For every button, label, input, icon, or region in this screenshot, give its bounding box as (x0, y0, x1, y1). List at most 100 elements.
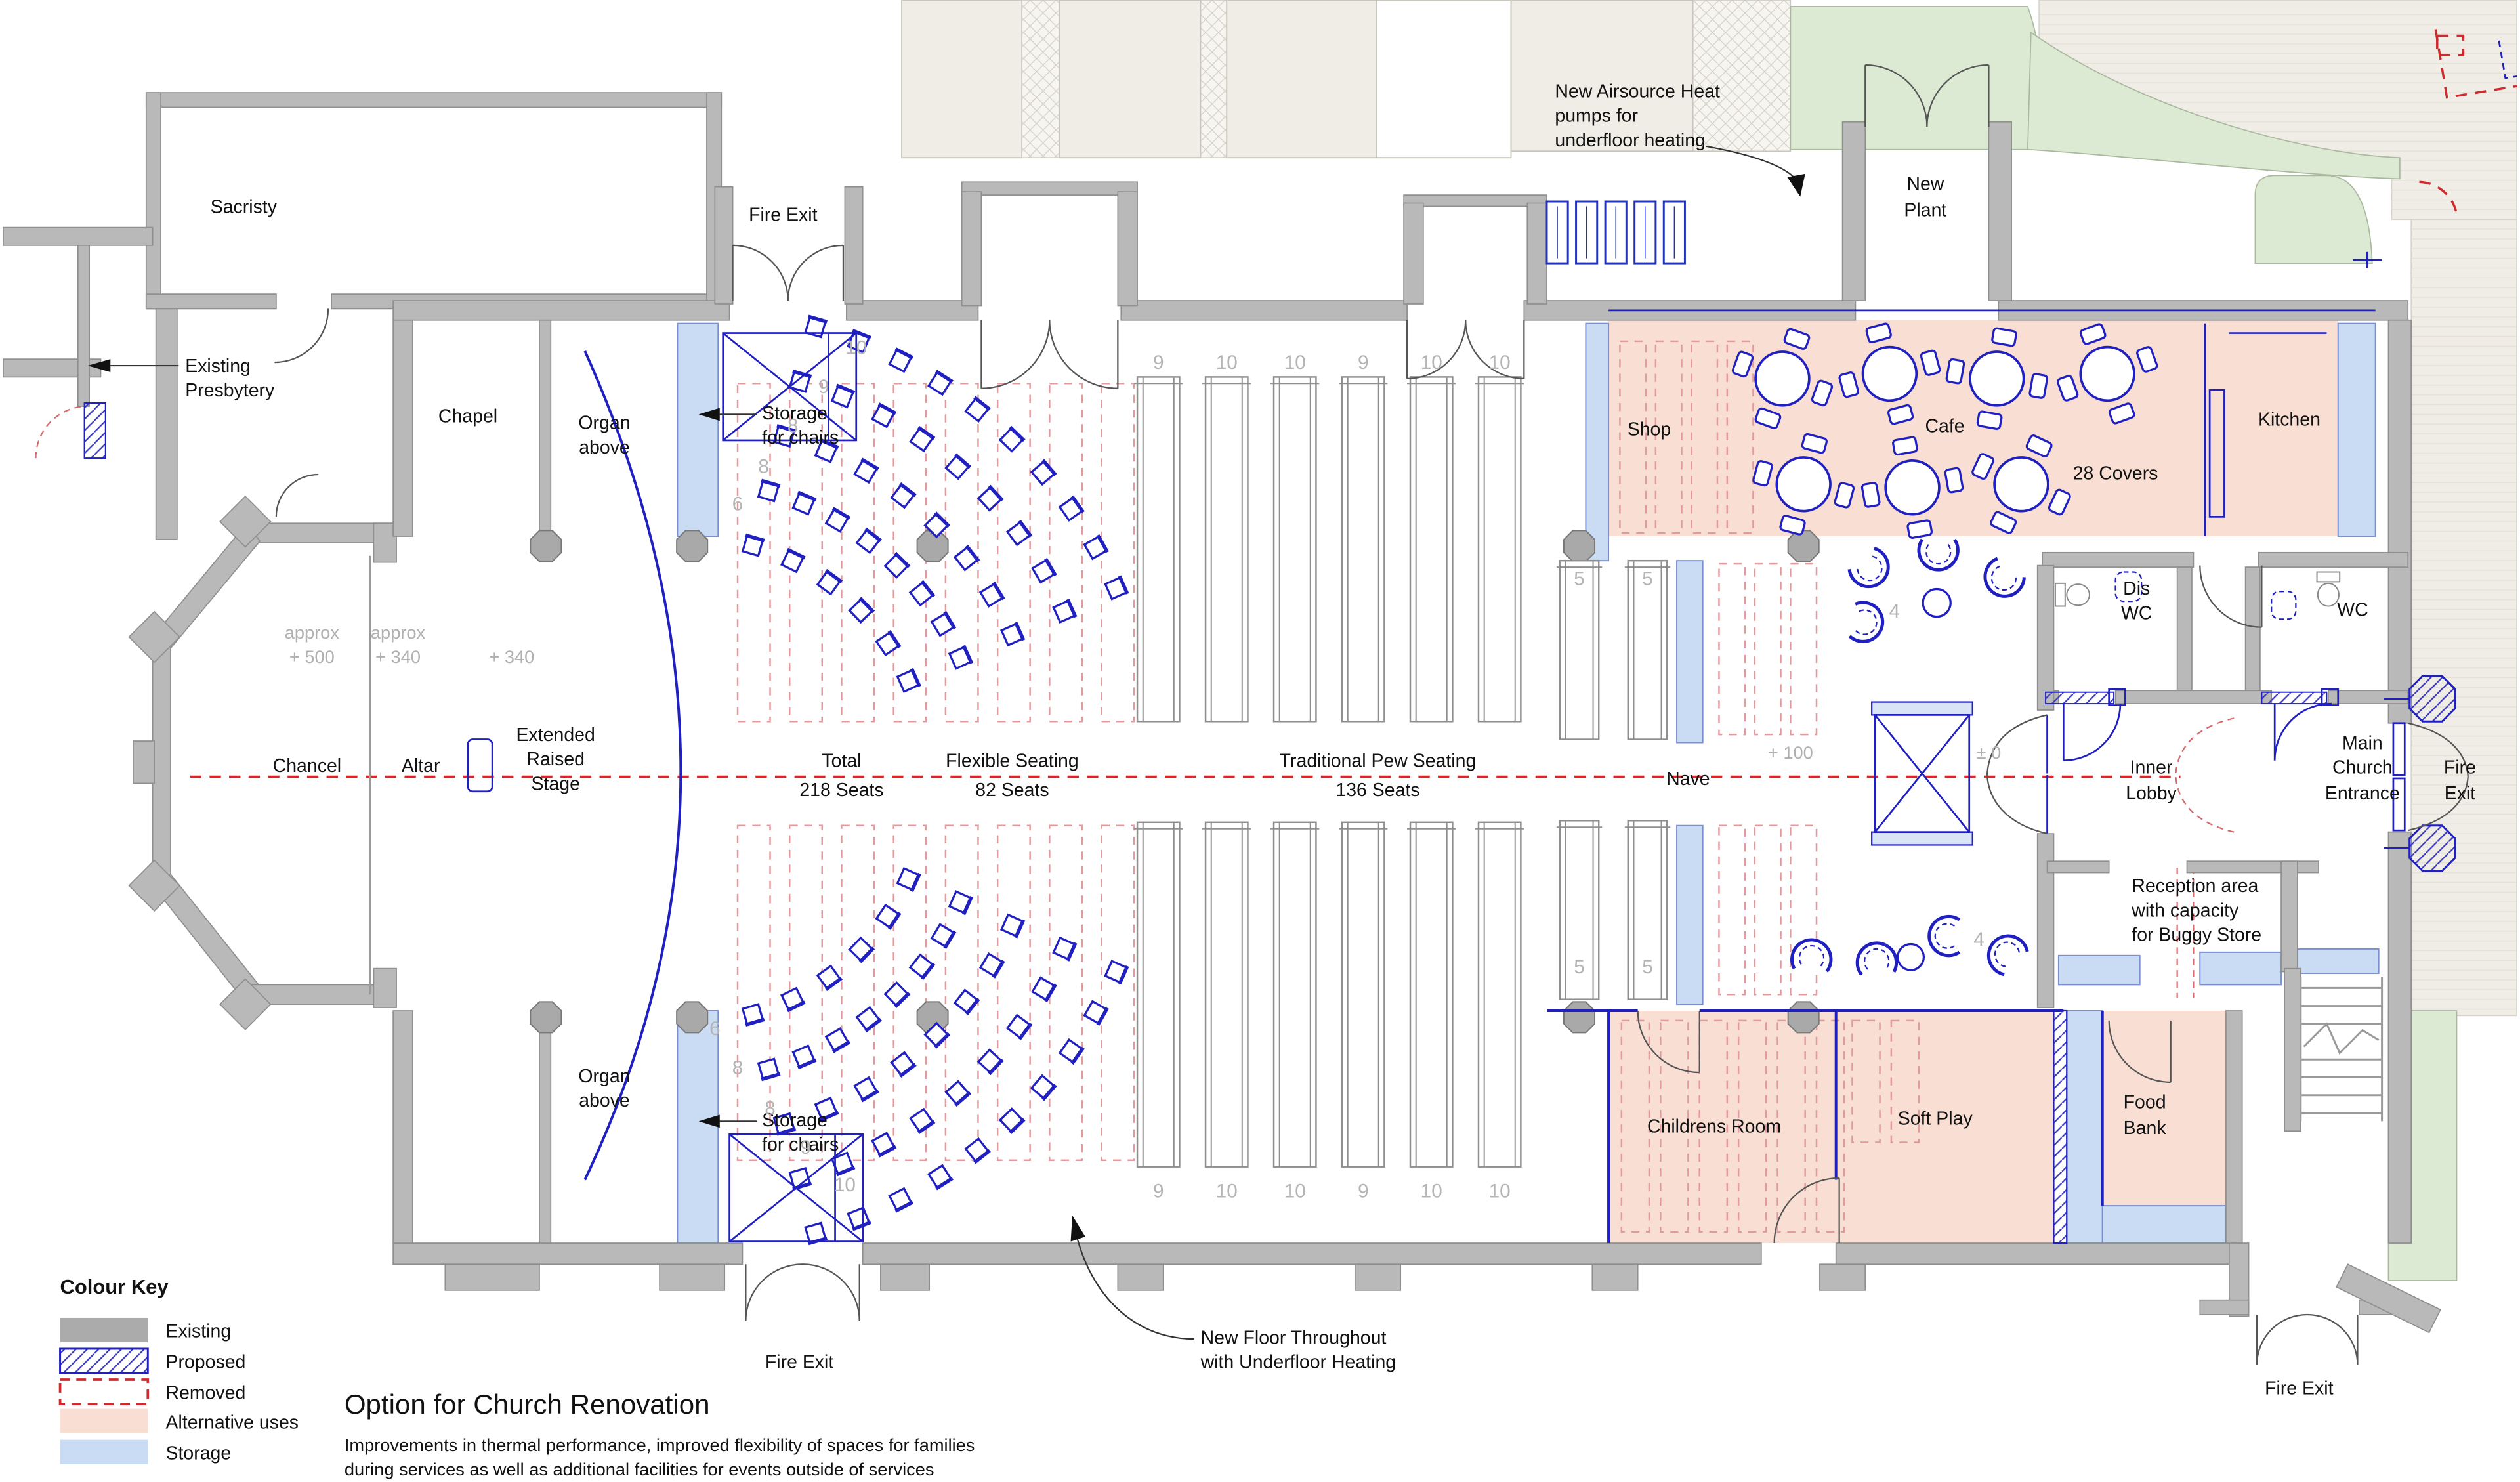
flexible-chair (1052, 936, 1078, 962)
cafe-table (1838, 322, 1941, 425)
flexible-chair (848, 597, 875, 624)
annotation-leaders (87, 145, 1805, 1340)
chair-back (1014, 622, 1026, 641)
chair-back (831, 1040, 851, 1053)
pew-count: 9 (1153, 1181, 1164, 1202)
label-inner-lobby: Lobby (2126, 783, 2177, 804)
label-new-plant: Plant (1904, 200, 1946, 221)
flex-row-count: 9 (818, 376, 830, 398)
label-main-entrance: Main (2342, 732, 2383, 753)
removed-pew (788, 824, 823, 1162)
label-existing-presbytery: Existing (185, 356, 251, 377)
flexible-chair (890, 482, 917, 509)
armchair (1986, 934, 2029, 977)
armchair-seat (1990, 565, 2017, 591)
chair-back (992, 582, 1005, 601)
flexible-chair (909, 1107, 936, 1134)
label-sacristy: Sacristy (211, 196, 278, 217)
removed-pew (1049, 824, 1083, 1162)
flexible-chair (830, 1151, 856, 1177)
heat-pump-octagon (2384, 824, 2456, 872)
door-swings (274, 64, 2469, 1365)
flex-row-count: 8 (732, 1057, 744, 1079)
label-inner-lobby: Inner (2130, 757, 2173, 778)
removed-pew (1790, 824, 1818, 996)
chair-back (1096, 1007, 1109, 1026)
flexible-chair (853, 457, 879, 484)
label-storage-chairs-top: for chairs (762, 427, 839, 448)
label-cafe: Cafe (1925, 416, 1965, 437)
chair-seat (848, 936, 874, 963)
adjacent-building (1226, 0, 1377, 159)
chair-back (894, 347, 914, 360)
level-chancel: approx (285, 622, 340, 643)
flexible-chair (978, 952, 1005, 979)
flexible-chair (976, 1048, 1004, 1076)
cafe-chair (2028, 373, 2049, 399)
pew-count: 5 (1574, 956, 1585, 978)
flex-row-count: 8 (758, 455, 769, 477)
chair-back (988, 484, 1004, 502)
chair-back (807, 314, 828, 324)
chair-back (917, 425, 936, 440)
label-reception: with capacity (2131, 900, 2239, 921)
legend-label-storage: Storage (165, 1443, 231, 1464)
flexible-chair (1030, 1074, 1057, 1101)
cafe-chair (2048, 488, 2071, 516)
label-flexible-seating: 82 Seats (975, 780, 1049, 801)
chair-back (877, 1145, 897, 1158)
removed-pew (944, 824, 979, 1162)
flexible-chair (890, 1051, 917, 1078)
flexible-chair (930, 610, 957, 637)
chair-back (1018, 1022, 1033, 1040)
pew (1204, 376, 1249, 723)
flexible-chair (1104, 575, 1129, 601)
pew-detail (1475, 822, 1524, 1167)
staircase (2300, 977, 2384, 1122)
armchair-back (1927, 914, 1961, 958)
column (1563, 530, 1596, 562)
removed-pew (736, 383, 771, 723)
cafe-chair (1801, 433, 1828, 454)
label-nave: Nave (1666, 769, 1710, 790)
cafe-chair (2136, 346, 2158, 373)
label-fire-exit-top: Fire Exit (749, 205, 817, 226)
cafe-chair (1834, 482, 1855, 509)
chair-back (824, 568, 843, 583)
removed-pew (1851, 1019, 1881, 1143)
armchair (1847, 547, 1890, 589)
pew (1272, 376, 1317, 723)
floor-zones (677, 320, 2380, 1244)
removed-pew (1698, 1019, 1729, 1233)
flexible-chair (875, 903, 902, 930)
adjacent-building-lattice (1200, 0, 1227, 158)
flexible-chair (848, 936, 875, 963)
pew (1136, 376, 1181, 723)
flexible-chair (853, 1076, 879, 1103)
colour-key-heading: Colour Key (60, 1275, 169, 1298)
removed-pew (1754, 824, 1782, 996)
label-organ-above-top: Organ (578, 413, 630, 434)
chair-back (954, 1091, 972, 1107)
page-subtitle: Improvements in thermal performance, imp… (345, 1435, 975, 1455)
flexible-chair (804, 314, 828, 339)
chair-back (1066, 942, 1078, 962)
chair-back (910, 872, 921, 893)
flex-row-count: 6 (709, 1018, 721, 1040)
lounge-armchairs (1790, 538, 2029, 977)
chair-seat (855, 1006, 881, 1032)
chair-back (831, 507, 851, 520)
table-top (2079, 345, 2135, 402)
removed-pews-layer (736, 340, 1920, 1233)
label-wc: WC (2337, 599, 2368, 620)
flex-row-count: 8 (788, 415, 799, 437)
chair-back (988, 1058, 1004, 1076)
existing-walls (3, 92, 2441, 1334)
cafe-chair (1731, 350, 1754, 378)
removed-pew (736, 824, 771, 1162)
flexible-chair (999, 913, 1026, 939)
planting-corner (2254, 175, 2373, 264)
flexible-chair (871, 1132, 897, 1158)
chair-back (745, 533, 765, 543)
flex-row-count: 10 (834, 1174, 856, 1196)
